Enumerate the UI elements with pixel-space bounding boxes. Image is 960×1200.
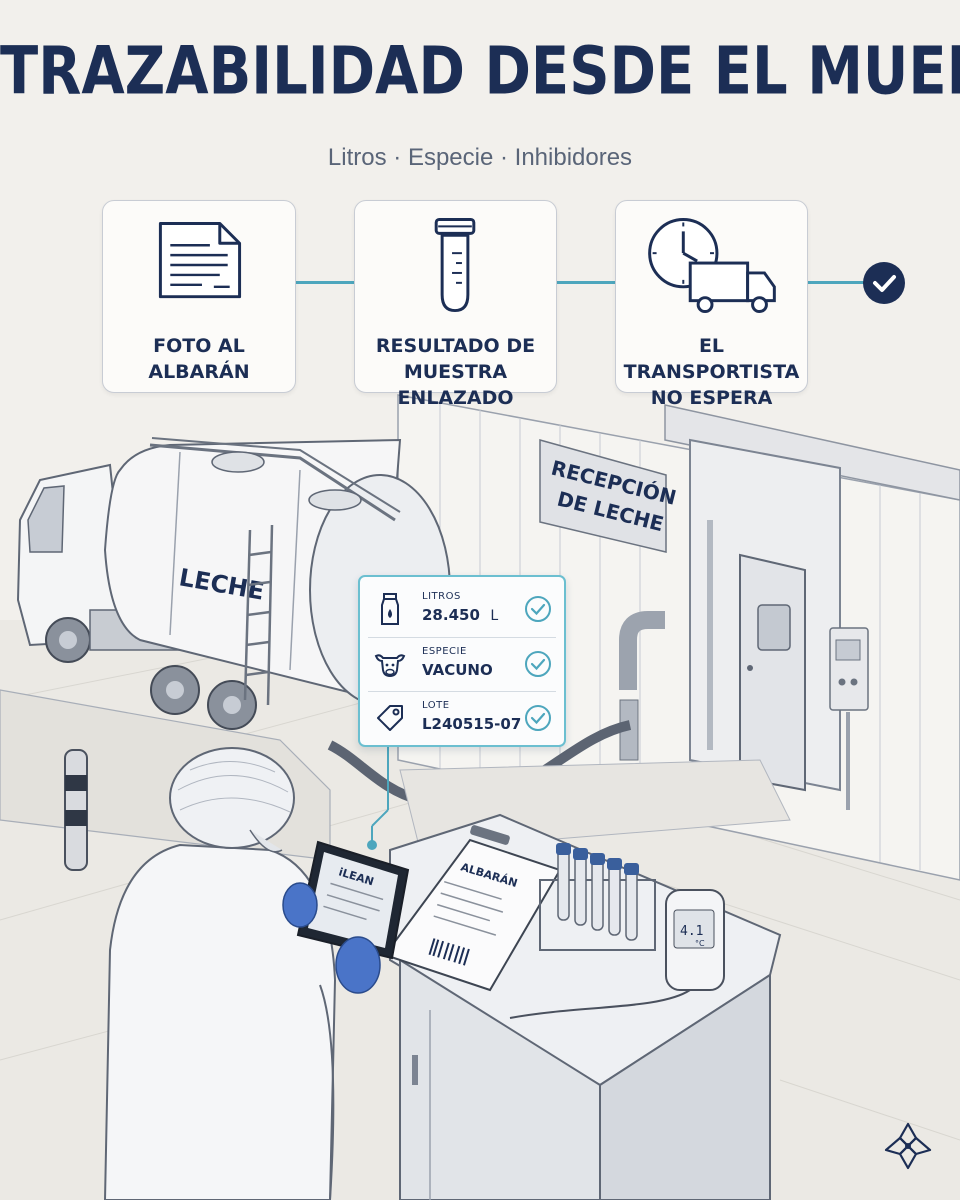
step-label-line: FOTO AL <box>153 335 245 357</box>
check-icon <box>525 705 551 731</box>
step-connector-1 <box>296 281 354 284</box>
step-card-carrier-no-wait: EL TRANSPORTISTA NO ESPERA <box>615 200 808 409</box>
callout-label: LOTE <box>422 700 450 711</box>
step-label-carrier-no-wait: EL TRANSPORTISTA NO ESPERA <box>622 333 801 411</box>
litros-value: 28.450 <box>422 606 480 624</box>
callout-row-lote: LOTE L240515-07 <box>368 691 556 744</box>
callout-row-especie: ESPECIE VACUNO <box>368 637 556 690</box>
check-icon <box>525 596 551 622</box>
step-label-sample-result: RESULTADO DE MUESTRA ENLAZADO <box>361 333 550 411</box>
page-title: TRAZABILIDAD DESDE EL MUELLE <box>0 33 960 111</box>
step-connector-3 <box>808 281 864 284</box>
tag-icon <box>377 705 403 731</box>
check-icon <box>525 651 551 677</box>
callout-row-litros: LITROS 28.450 L <box>368 583 556 635</box>
flower-logo-icon <box>884 1122 932 1170</box>
step-connector-2 <box>557 281 615 284</box>
litros-unit: L <box>490 608 499 624</box>
callout-value-especie: VACUNO <box>422 661 493 679</box>
step-label-line: RESULTADO DE <box>375 335 536 357</box>
step-label-line: MUESTRA ENLAZADO <box>397 361 514 409</box>
thermometer-reading: 4.1 <box>680 924 703 939</box>
step-label-line: ALBARÁN <box>148 361 250 383</box>
milk-bottle-icon <box>381 593 399 625</box>
callout-label: LITROS <box>422 591 461 602</box>
check-circle-icon <box>863 262 905 304</box>
document-icon <box>158 221 242 299</box>
step-label-line: EL TRANSPORTISTA <box>623 335 800 383</box>
step-card-photo-albaran: FOTO AL ALBARÁN <box>102 200 296 393</box>
callout-value-litros: 28.450 L <box>422 606 498 624</box>
thermometer-unit: °C <box>695 939 705 948</box>
callout-label: ESPECIE <box>422 646 467 657</box>
step-label-line: NO ESPERA <box>650 387 773 409</box>
cow-icon <box>374 654 406 678</box>
page-subtitle: Litros · Especie · Inhibidores <box>327 144 633 171</box>
step-card-sample-result: RESULTADO DE MUESTRA ENLAZADO <box>354 200 557 409</box>
callout-value-lote: L240515-07 <box>422 715 522 733</box>
clock-truck-icon <box>648 218 776 314</box>
delivery-data-callout: LITROS 28.450 L ESPECIE VACUNO LOTE L240… <box>358 575 566 747</box>
test-tube-icon <box>434 217 476 313</box>
step-label-photo-albaran: FOTO AL ALBARÁN <box>109 333 289 385</box>
